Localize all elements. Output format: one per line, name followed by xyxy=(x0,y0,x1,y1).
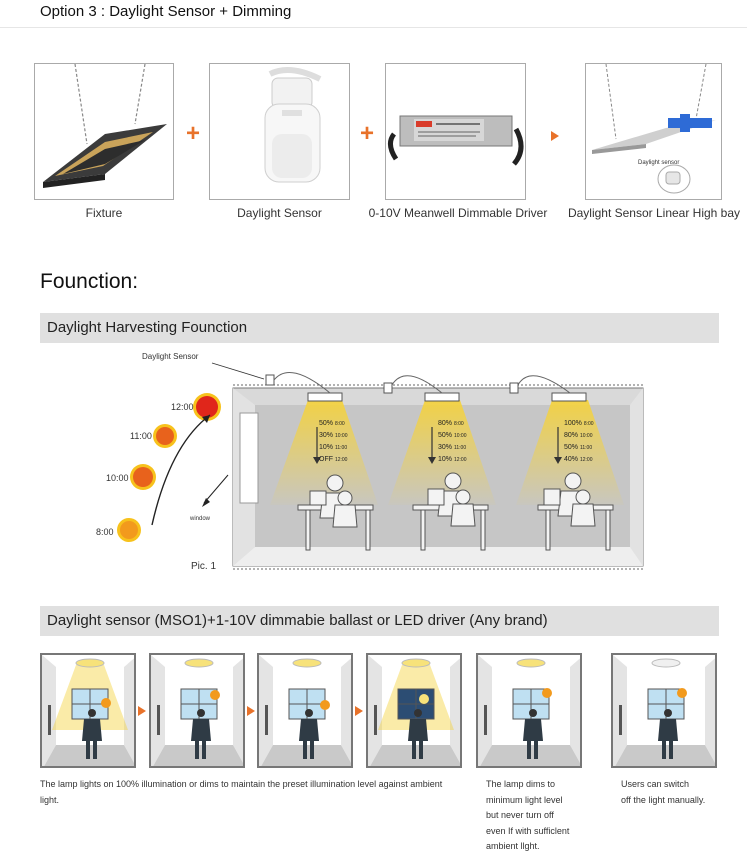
level-value: 100% xyxy=(564,420,582,427)
time-label: 10:00 xyxy=(106,473,129,483)
room-diagram xyxy=(151,362,644,570)
product-label: Daylight Sensor Linear High bay xyxy=(567,206,741,220)
sun-icon xyxy=(133,467,153,487)
daylight-sensor-icon xyxy=(264,67,322,183)
level-time: 11:00 xyxy=(453,445,467,451)
level-value: 30% xyxy=(319,432,334,439)
plus-icon: + xyxy=(360,120,375,147)
level-time: 8:00 xyxy=(334,421,345,427)
level-time: 10:00 xyxy=(453,433,467,439)
product-label: 0-10V Meanwell Dimmable Driver xyxy=(368,206,548,220)
lamp-levels-3: 100% 8:00 80% 10:00 50% 11:00 40% 12:00 xyxy=(564,418,594,466)
room-panel xyxy=(366,653,462,768)
product-label: Daylight Sensor xyxy=(237,206,322,220)
room-panel xyxy=(149,653,245,768)
fixture-image xyxy=(34,63,174,200)
plus-icon: + xyxy=(186,120,201,147)
section-band: Daylight sensor (MSO1)+1-10V dimmabie ba… xyxy=(40,606,719,636)
time-label: 8:00 xyxy=(96,527,114,537)
caption-line: minimum light level xyxy=(486,794,563,805)
room-panel xyxy=(40,653,136,768)
level-time: 10:00 xyxy=(579,433,593,439)
level-time: 12:00 xyxy=(579,457,593,463)
high-bay-image: Daylight sensor xyxy=(585,63,722,200)
level-time: 10:00 xyxy=(334,433,348,439)
level-value: 10% xyxy=(319,444,334,451)
level-time: 11:00 xyxy=(334,445,348,451)
sun-icon xyxy=(120,521,138,539)
sun-icon xyxy=(196,396,218,418)
caption-line: off the light manually. xyxy=(621,794,706,805)
caption-line: but never turn off xyxy=(486,810,554,820)
section-band: Daylight Harvesting Founction xyxy=(40,313,719,343)
daylight-sensor-image xyxy=(209,63,350,200)
caption-line: even If with sufficlent xyxy=(486,825,570,836)
level-time: 11:00 xyxy=(579,445,593,451)
caption-line: The lamp dims to xyxy=(486,779,556,789)
level-value: 50% xyxy=(438,432,453,439)
time-label: 12:00 xyxy=(171,402,194,412)
arrow-right-icon xyxy=(551,131,559,141)
arrow-right-icon xyxy=(138,706,146,716)
driver-image xyxy=(385,63,526,200)
window-label: window xyxy=(190,516,211,522)
level-value: 30% xyxy=(438,444,453,451)
arrow-right-icon xyxy=(355,706,363,716)
section-title: Founction: xyxy=(40,270,139,293)
product-label: Fixture xyxy=(85,206,123,220)
caption-line: ambient llght. xyxy=(486,841,540,851)
caption-line: Users can switch xyxy=(621,779,690,789)
lamp-levels-1: 50% 8:00 30% 10:00 10% 11:00 OFF 12:00 xyxy=(319,418,347,466)
level-time: 12:00 xyxy=(453,457,467,463)
room-panel xyxy=(257,653,353,768)
caption-middle: The lamp dims to minimum light level but… xyxy=(486,777,596,855)
sun-icon xyxy=(156,427,174,445)
level-value: 40% xyxy=(564,456,579,463)
high-bay-with-sensor-icon xyxy=(592,64,716,194)
led-driver-icon xyxy=(388,115,524,166)
time-label: 11:00 xyxy=(130,431,152,441)
room-panel xyxy=(476,653,582,768)
level-value: 50% xyxy=(564,444,579,451)
led-linear-fixture-icon xyxy=(43,64,167,188)
arrow-right-icon xyxy=(247,706,255,716)
room-panel xyxy=(611,653,717,768)
level-value: 10% xyxy=(438,456,453,463)
level-value: 80% xyxy=(438,420,453,427)
divider xyxy=(0,27,747,28)
level-value: 50% xyxy=(319,420,334,427)
level-time: 12:00 xyxy=(334,457,348,463)
picture-label: Pic. 1 xyxy=(191,561,217,572)
level-time: 8:00 xyxy=(583,421,594,427)
caption-right: Users can switch off the light manually. xyxy=(621,777,741,808)
caption-left: The lamp lights on 100% illumination or … xyxy=(40,779,443,805)
sensor-tag: Daylight sensor xyxy=(638,160,680,166)
level-time: 8:00 xyxy=(453,421,464,427)
level-value: OFF xyxy=(319,456,333,463)
lamp-levels-2: 80% 8:00 50% 10:00 30% 11:00 10% 12:00 xyxy=(438,418,466,466)
level-value: 80% xyxy=(564,432,579,439)
sensor-label: Daylight Sensor xyxy=(142,352,199,361)
page-title: Option 3 : Daylight Sensor + Dimming xyxy=(40,3,292,20)
